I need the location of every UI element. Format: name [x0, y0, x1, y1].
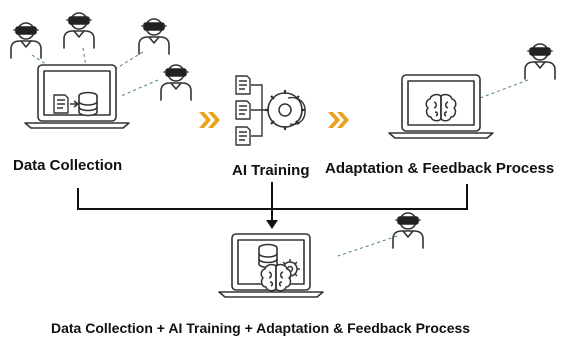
document-icon [235, 126, 251, 146]
ai-training-icon [235, 75, 306, 146]
label-data-collection: Data Collection [13, 157, 123, 174]
vr-user-icon [138, 18, 170, 55]
vr-user-icon [160, 64, 192, 101]
document-icon [235, 100, 251, 120]
label-adaptation: Adaptation & Feedback Process [325, 160, 555, 177]
arrow-down-icon [266, 220, 278, 229]
merge-bracket [77, 182, 468, 222]
database-icon [78, 91, 98, 117]
brain-icon [260, 263, 292, 292]
data-collection-icon [53, 91, 98, 117]
chevron-right-icon [328, 112, 349, 128]
brain-icon [425, 93, 457, 122]
document-icon [235, 75, 251, 95]
label-ai-training: AI Training [232, 162, 310, 179]
label-combined: Data Collection + AI Training + Adaptati… [51, 320, 471, 336]
vr-user-icon [63, 12, 95, 49]
laptop-icon [24, 64, 130, 129]
chevron-right-icon [199, 112, 220, 128]
vr-user-icon [392, 212, 424, 249]
database-icon [258, 243, 278, 269]
vr-user-icon [524, 43, 556, 80]
document-icon [53, 94, 69, 114]
vr-user-icon [10, 22, 42, 59]
